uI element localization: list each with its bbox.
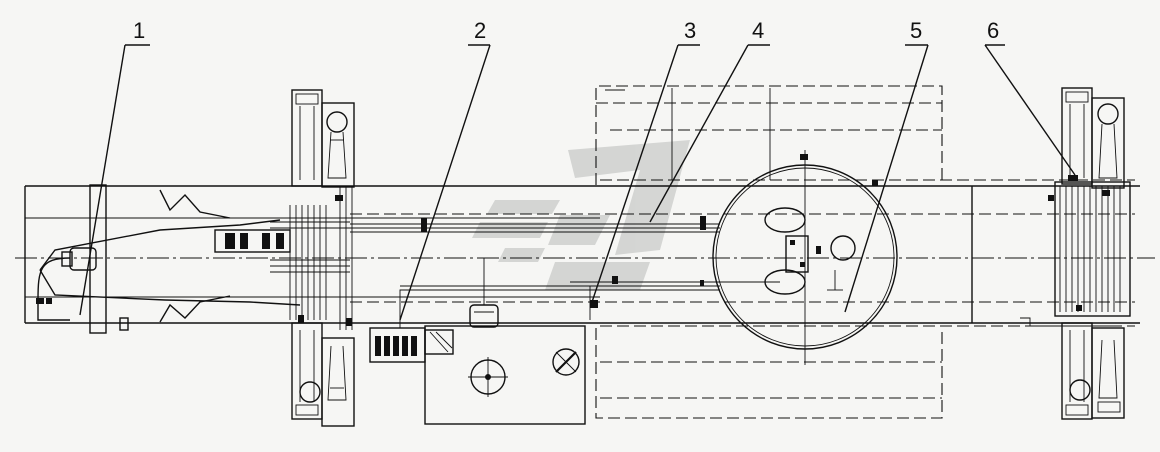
front-hydraulic-block	[214, 186, 353, 330]
callout-label-2: 2	[474, 18, 487, 43]
front-outrigger-lower	[291, 322, 355, 427]
callout-label-4: 4	[752, 18, 765, 43]
callout-label-3: 3	[684, 18, 697, 43]
rear-outrigger-upper	[1061, 87, 1125, 189]
watermark-logo	[472, 140, 690, 290]
callout-label-5: 5	[910, 18, 923, 43]
valve-bank	[369, 289, 480, 363]
front-outrigger-upper	[291, 89, 355, 188]
slewing-ring	[712, 150, 898, 365]
rear-outrigger-lower	[1061, 322, 1125, 420]
callout-label-1: 1	[133, 18, 146, 43]
oil-tank	[424, 258, 586, 425]
front-steering-unit	[36, 247, 97, 321]
rear-cross-beam	[1020, 175, 1131, 327]
pipelines	[350, 216, 780, 320]
leader-lines	[79, 44, 1076, 321]
main-frame	[15, 179, 1155, 334]
superstructure-outline	[595, 85, 943, 419]
callout-label-6: 6	[987, 18, 1000, 43]
